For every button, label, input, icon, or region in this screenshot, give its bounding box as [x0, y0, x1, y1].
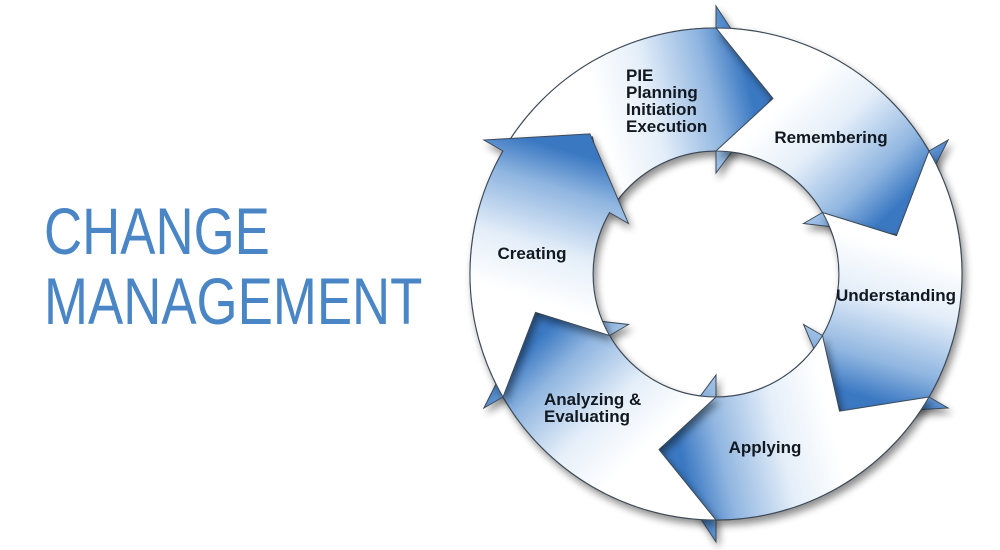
stage-label-pie: PIE Planning Initiation Execution — [626, 66, 707, 136]
stage-label-pie-line-1: PIE — [626, 66, 653, 85]
stage-label-understanding: Understanding — [836, 286, 956, 305]
stage-label-analyzing-line-2: Evaluating — [544, 407, 630, 426]
stage-label-applying-line-1: Applying — [729, 438, 802, 457]
stage-label-creating: Creating — [498, 244, 567, 263]
stage-label-applying: Applying — [729, 438, 802, 457]
stage-label-pie-line-4: Execution — [626, 117, 707, 136]
stage-label-remembering-line-1: Remembering — [774, 128, 887, 147]
stage-label-analyzing-evaluating: Analyzing & Evaluating — [544, 390, 646, 426]
title-line-2: MANAGEMENT — [44, 264, 423, 338]
stage-label-analyzing-line-1: Analyzing & — [544, 390, 641, 409]
stage-label-remembering: Remembering — [774, 128, 887, 147]
cycle-arrow-creating — [469, 133, 630, 399]
stage-label-understanding-line-1: Understanding — [836, 286, 956, 305]
page-title: CHANGE MANAGEMENT — [44, 196, 422, 336]
stage-label-pie-line-3: Initiation — [626, 100, 697, 119]
stage-label-creating-line-1: Creating — [498, 244, 567, 263]
stage-label-pie-line-2: Planning — [626, 83, 698, 102]
title-line-1: CHANGE — [44, 194, 270, 268]
inner-ring-outline — [592, 150, 840, 398]
